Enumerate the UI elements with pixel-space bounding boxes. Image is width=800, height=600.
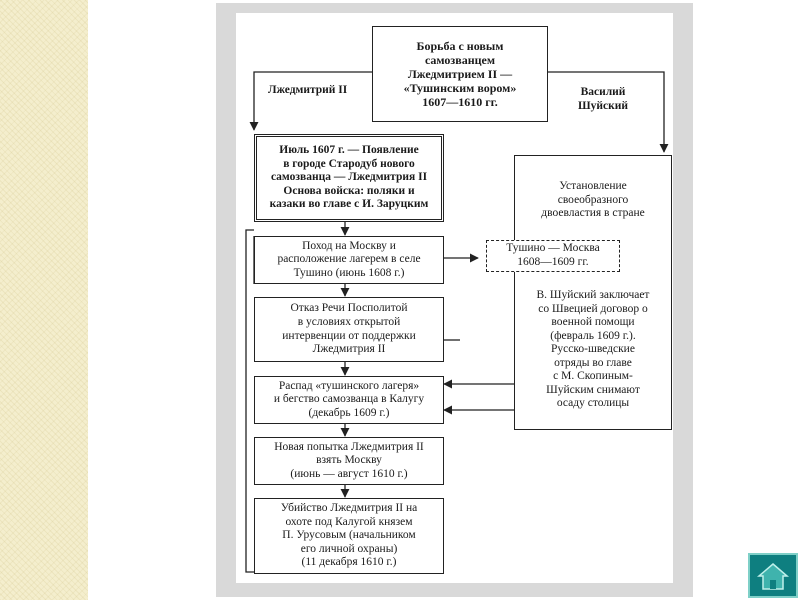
- box-murder: Убийство Лжедмитрия II на охоте под Калу…: [254, 498, 444, 574]
- right-label-line: Шуйский: [578, 99, 628, 112]
- box-july-1607: Июль 1607 г. — Появление в городе Старод…: [254, 134, 444, 222]
- box-line: в городе Стародуб нового: [283, 157, 415, 170]
- box-line: (июнь — август 1610 г.): [290, 467, 408, 480]
- box-line: Убийство Лжедмитрия II на: [280, 502, 418, 515]
- box-line: Отказ Речи Посполитой: [290, 302, 408, 315]
- box-tushino-moscow: Тушино — Москва 1608—1609 гг.: [486, 240, 620, 272]
- box-line: осаду столицы: [556, 397, 630, 410]
- box-line: в условиях открытой: [297, 315, 401, 328]
- box-line: Установление: [559, 180, 627, 192]
- home-button[interactable]: [748, 553, 798, 598]
- box-tushino-collapse: Распад «тушинского лагеря» и бегство сам…: [254, 376, 444, 424]
- left-branch-label: Лжедмитрий II: [268, 84, 348, 96]
- box-line: Распад «тушинского лагеря»: [278, 379, 420, 392]
- box-line: интервенции от поддержки: [282, 329, 416, 342]
- box-line: Июль 1607 г. — Появление: [279, 144, 419, 157]
- box-dual-power: Установление своеобразного двоевластия в…: [514, 155, 672, 430]
- box-line: самозванца — Лжедмитрия II: [270, 171, 428, 184]
- box-line: Лжедмитрия II: [312, 343, 386, 356]
- title-line: «Тушинским вором»: [403, 81, 517, 96]
- title-line: 1607—1610 гг.: [422, 95, 498, 110]
- box-line: (февраль 1609 г.).: [550, 329, 636, 342]
- box-line: казаки во главе с И. Заруцким: [269, 198, 429, 211]
- box-line: своеобразного: [557, 193, 629, 206]
- box-line: (декабрь 1609 г.): [308, 406, 390, 419]
- box-line: Поход на Москву и: [302, 239, 396, 252]
- decorative-side-strip: [0, 0, 88, 600]
- box-line: Русско-шведские: [551, 343, 635, 356]
- box-line: П. Урусовым (начальником: [282, 529, 416, 542]
- box-line: взять Москву: [316, 454, 382, 467]
- title-line: самозванцем: [424, 52, 496, 67]
- box-line: охоте под Калугой князем: [285, 515, 413, 528]
- box-line: Основа войска: поляки и: [283, 184, 415, 197]
- right-branch-label: Василий Шуйский: [578, 86, 628, 114]
- box-line: (11 декабря 1610 г.): [301, 556, 397, 569]
- title-line: Борьба с новым: [416, 38, 504, 53]
- box-line: и бегство самозванца в Калугу: [273, 393, 425, 406]
- title-box: Борьба с новым самозванцем Лжедмитрием I…: [372, 26, 548, 122]
- box-line: расположение лагерем в селе: [277, 253, 421, 266]
- box-line: Тушино — Москва: [506, 242, 600, 255]
- box-line: Тушино (июнь 1608 г.): [293, 266, 405, 279]
- box-march-on-moscow: Поход на Москву и расположение лагерем в…: [254, 236, 444, 284]
- box-shuisky-sweden: В. Шуйский заключает со Швецией договор …: [516, 283, 670, 417]
- box-line: Шуйским снимают: [546, 383, 640, 396]
- box-line: 1608—1609 гг.: [517, 256, 589, 268]
- title-line: Лжедмитрием II —: [407, 66, 513, 81]
- box-poland-refusal: Отказ Речи Посполитой в условиях открыто…: [254, 297, 444, 362]
- box-line: с М. Скопиным-: [553, 370, 633, 383]
- box-line: Новая попытка Лжедмитрия II: [274, 440, 424, 453]
- box-line: военной помощи: [551, 316, 635, 329]
- right-label-line: Василий: [580, 86, 626, 98]
- box-line: отряды во главе: [554, 356, 632, 369]
- box-line: его личной охраны): [300, 542, 398, 555]
- home-icon: [756, 562, 790, 590]
- box-line: В. Шуйский заключает: [536, 288, 650, 301]
- box-new-attempt: Новая попытка Лжедмитрия II взять Москву…: [254, 437, 444, 485]
- box-line: со Швецией договор о: [538, 302, 648, 315]
- box-line: двоевластия в стране: [541, 207, 645, 220]
